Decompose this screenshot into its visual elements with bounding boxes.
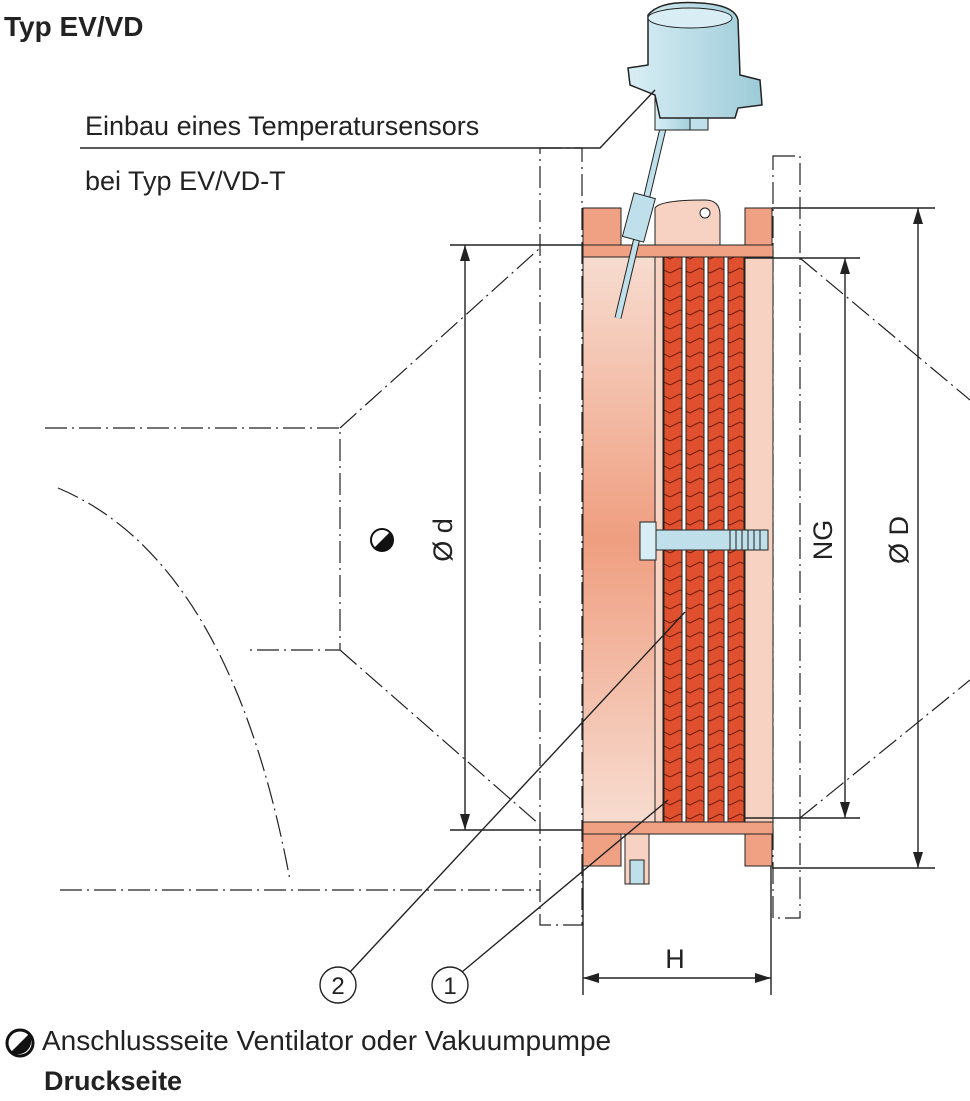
callout-2: 2 bbox=[319, 611, 686, 1004]
svg-text:2: 2 bbox=[331, 973, 344, 1000]
svg-text:Ø d: Ø d bbox=[428, 518, 458, 562]
legend-line1: Anschlussseite Ventilator oder Vakuumpum… bbox=[42, 1025, 611, 1056]
dimension-nominal-size: NG bbox=[745, 257, 860, 819]
dimension-inner-diameter: Ø d bbox=[428, 244, 583, 831]
sensor-leader-line bbox=[80, 89, 656, 149]
svg-text:1: 1 bbox=[443, 973, 456, 1000]
temperature-sensor bbox=[614, 1, 763, 319]
svg-text:NG: NG bbox=[808, 520, 838, 561]
title: Typ EV/VD bbox=[4, 11, 144, 42]
bolt bbox=[639, 521, 769, 561]
half-filled-circle-icon bbox=[370, 528, 394, 552]
sensor-note-line2: bei Typ EV/VD-T bbox=[85, 166, 286, 196]
legend: Anschlussseite Ventilator oder Vakuumpum… bbox=[5, 1025, 611, 1096]
svg-text:Ø D: Ø D bbox=[884, 516, 914, 564]
callout-1: 1 bbox=[431, 799, 669, 1004]
dimension-outer-diameter: Ø D bbox=[772, 207, 935, 869]
sensor-note-line1: Einbau eines Temperatursensors bbox=[85, 111, 479, 141]
dimension-height: H bbox=[582, 866, 772, 995]
svg-text:H: H bbox=[665, 944, 685, 974]
legend-line2: Druckseite bbox=[44, 1066, 182, 1096]
half-filled-circle-icon bbox=[5, 1028, 35, 1058]
